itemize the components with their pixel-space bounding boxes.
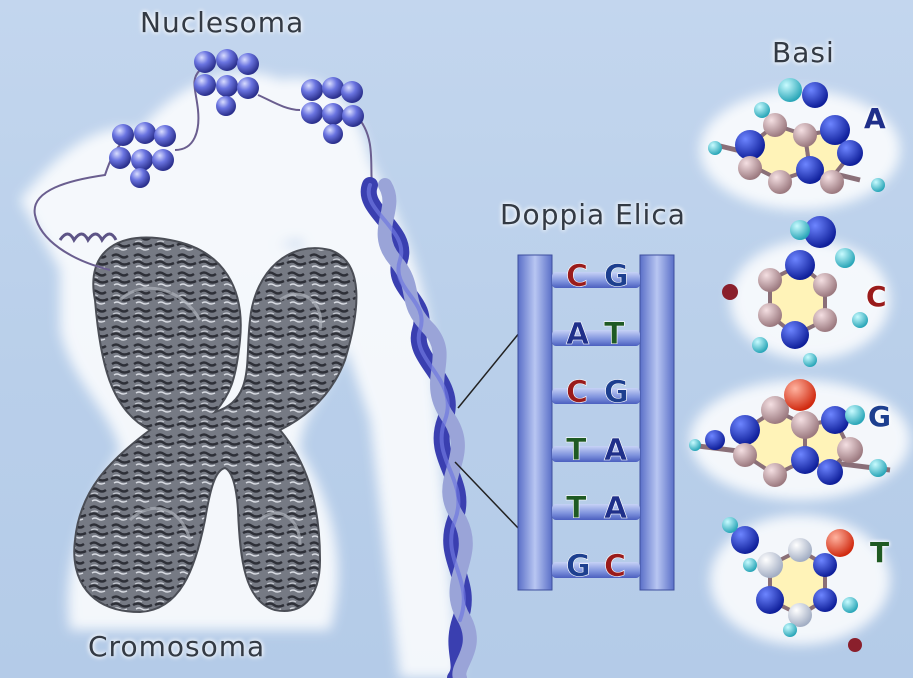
- base-pair-left-letter: T: [566, 433, 587, 468]
- base-letter-g: G: [868, 400, 891, 433]
- base-pair-left-letter: G: [566, 549, 591, 584]
- base-letter-t: T: [870, 536, 889, 569]
- bases-label: Basi: [772, 36, 835, 69]
- base-pair-right-letter: A: [604, 433, 628, 468]
- base-pair-right-letter: T: [604, 317, 625, 352]
- base-pair-left-letter: T: [566, 491, 587, 526]
- base-letter-c: C: [866, 280, 887, 313]
- base-pair-right-letter: G: [604, 259, 629, 294]
- chromosome-label: Cromosoma: [88, 630, 265, 663]
- base-pair-left-letter: C: [566, 259, 588, 294]
- base-pair-left-letter: A: [566, 317, 590, 352]
- base-pair-right-letter: C: [604, 549, 626, 584]
- base-pair-right-letter: A: [604, 491, 628, 526]
- base-letter-a: A: [864, 102, 886, 135]
- base-pair-right-letter: G: [604, 375, 629, 410]
- nucleosome-label: Nuclesoma: [140, 6, 304, 39]
- double-helix-label: Doppia Elica: [500, 198, 686, 231]
- base-pair-left-letter: C: [566, 375, 588, 410]
